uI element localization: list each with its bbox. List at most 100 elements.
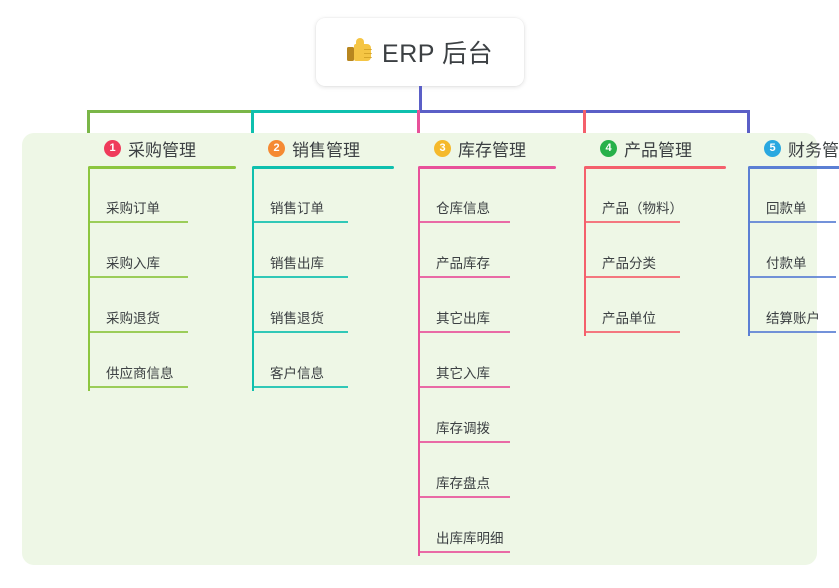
- branch-item-label: 供应商信息: [106, 366, 174, 381]
- branch-item-rule: [252, 331, 348, 333]
- branch-header-1[interactable]: 1 采购管理: [88, 133, 236, 163]
- branch-item[interactable]: 采购订单: [88, 169, 188, 223]
- branch-item-label: 产品分类: [602, 256, 656, 271]
- branch-item-rule: [748, 276, 836, 278]
- branch-item[interactable]: 仓库信息: [418, 169, 510, 223]
- branch-number-badge-3: 3: [434, 139, 451, 157]
- branch-item-rule: [418, 386, 510, 388]
- branch-item[interactable]: 销售退货: [252, 279, 348, 333]
- branch-item[interactable]: 销售出库: [252, 224, 348, 278]
- branch-item-label: 其它入库: [436, 366, 490, 381]
- branch-item[interactable]: 其它出库: [418, 279, 510, 333]
- branch-header-3[interactable]: 3 库存管理: [418, 133, 556, 163]
- branch-item-label: 库存调拨: [436, 421, 490, 436]
- branch-item-rule: [584, 331, 680, 333]
- branch-column-5: 5 财务管理回款单付款单结算账户: [748, 133, 839, 336]
- branch-item[interactable]: 产品库存: [418, 224, 510, 278]
- branch-item-rule: [252, 221, 348, 223]
- branch-item-label: 结算账户: [766, 311, 820, 326]
- branch-item-label: 付款单: [766, 256, 807, 271]
- connector-drop-4: [582, 110, 586, 143]
- thumbs-up-icon: [347, 37, 373, 67]
- branch-item-label: 库存盘点: [436, 476, 490, 491]
- branch-item-label: 采购入库: [106, 256, 160, 271]
- root-title: ERP 后台: [382, 40, 493, 68]
- branch-column-4: 4 产品管理产品（物料） 产品分类产品单位: [584, 133, 726, 336]
- branch-item-rule: [88, 386, 188, 388]
- branch-item-rule: [748, 331, 836, 333]
- branch-item[interactable]: 库存调拨: [418, 389, 510, 443]
- branch-number-badge-5: 5: [764, 139, 781, 157]
- branch-item-rule: [584, 276, 680, 278]
- branch-item-rule: [252, 276, 348, 278]
- branch-item[interactable]: 付款单: [748, 224, 836, 278]
- branch-item-label: 产品单位: [602, 311, 656, 326]
- branch-spine-1: [88, 167, 90, 391]
- branch-item-rule: [584, 221, 680, 223]
- branch-item[interactable]: 产品单位: [584, 279, 680, 333]
- connector-drop-3: [416, 110, 420, 143]
- branch-header-2[interactable]: 2 销售管理: [252, 133, 394, 163]
- connector-drop-2: [250, 110, 254, 143]
- branch-item[interactable]: 其它入库: [418, 334, 510, 388]
- branch-item[interactable]: 结算账户: [748, 279, 836, 333]
- branch-item-label: 采购退货: [106, 311, 160, 326]
- branch-item-label: 销售出库: [270, 256, 324, 271]
- branch-item[interactable]: 出库库明细: [418, 499, 510, 553]
- branch-column-2: 2 销售管理销售订单销售出库销售退货客户信息: [252, 133, 394, 391]
- branch-header-rule-1: [88, 166, 236, 169]
- branch-header-5[interactable]: 5 财务管理: [748, 133, 839, 163]
- branch-item-label: 采购订单: [106, 201, 160, 216]
- branch-item-label: 产品库存: [436, 256, 490, 271]
- branch-item-rule: [418, 496, 510, 498]
- branch-item-label: 回款单: [766, 201, 807, 216]
- branch-spine-2: [252, 167, 254, 391]
- connector-drop-5: [746, 110, 750, 143]
- connector-bar-segment-2: [250, 110, 422, 113]
- branches-panel: 1 采购管理采购订单采购入库采购退货供应商信息 2 销售管理销售订单销售出库销售退货客…: [22, 133, 839, 565]
- branch-spine-3: [418, 167, 420, 556]
- branch-item-rule: [88, 331, 188, 333]
- branch-item-label: 销售退货: [270, 311, 324, 326]
- branch-item-label: 产品（物料）: [602, 201, 683, 216]
- branch-title-5: 财务管理: [788, 140, 839, 160]
- connector-drop-1: [86, 110, 90, 143]
- branch-number-badge-1: 1: [104, 139, 121, 157]
- branch-header-rule-3: [418, 166, 556, 169]
- branch-item[interactable]: 库存盘点: [418, 444, 510, 498]
- branch-number-badge-4: 4: [600, 139, 617, 157]
- branch-item-label: 出库库明细: [436, 531, 504, 546]
- branch-item-label: 销售订单: [270, 201, 324, 216]
- root-node[interactable]: ERP 后台: [316, 18, 524, 86]
- branch-title-1: 采购管理: [128, 140, 196, 160]
- branch-header-4[interactable]: 4 产品管理: [584, 133, 726, 163]
- branch-title-3: 库存管理: [458, 140, 526, 160]
- branch-item-rule: [252, 386, 348, 388]
- branch-item-rule: [88, 276, 188, 278]
- branch-column-1: 1 采购管理采购订单采购入库采购退货供应商信息: [88, 133, 236, 391]
- branch-item-rule: [88, 221, 188, 223]
- branch-item-rule: [418, 331, 510, 333]
- branch-item[interactable]: 产品（物料）: [584, 169, 683, 223]
- branch-item-rule: [418, 276, 510, 278]
- branch-item[interactable]: 产品分类: [584, 224, 680, 278]
- branch-item[interactable]: 客户信息: [252, 334, 348, 388]
- branch-number-badge-2: 2: [268, 139, 285, 157]
- branch-column-3: 3 库存管理仓库信息产品库存其它出库其它入库库存调拨库存盘点出库库明细: [418, 133, 556, 556]
- branch-item[interactable]: 采购入库: [88, 224, 188, 278]
- branch-item[interactable]: 回款单: [748, 169, 836, 223]
- branch-item[interactable]: 采购退货: [88, 279, 188, 333]
- branch-header-rule-5: [748, 166, 839, 169]
- branch-item[interactable]: 供应商信息: [88, 334, 188, 388]
- branch-title-4: 产品管理: [624, 140, 692, 160]
- branch-item-label: 仓库信息: [436, 201, 490, 216]
- branch-item-rule: [418, 441, 510, 443]
- connector-bar-segment-1: [86, 110, 254, 113]
- branch-item[interactable]: 销售订单: [252, 169, 348, 223]
- branch-item-label: 客户信息: [270, 366, 324, 381]
- branch-header-rule-4: [584, 166, 726, 169]
- branch-title-2: 销售管理: [292, 140, 360, 160]
- branch-spine-4: [584, 167, 586, 336]
- branch-header-rule-2: [252, 166, 394, 169]
